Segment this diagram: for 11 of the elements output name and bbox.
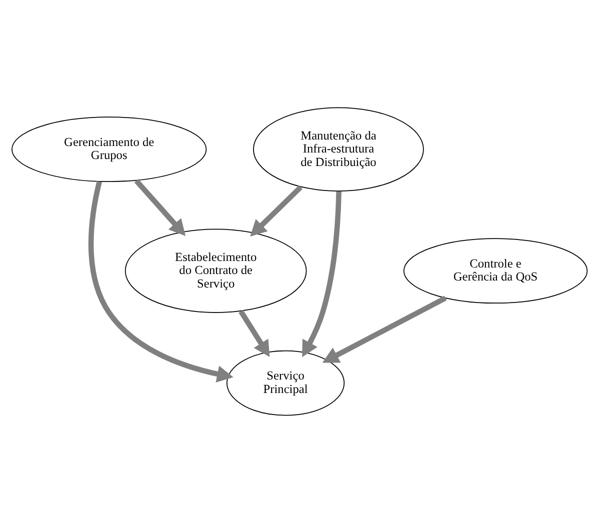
node-ellipse: Controle e Gerência da QoS [403, 238, 588, 304]
node-ellipse: Gerenciamento de Grupos [12, 116, 207, 182]
node-ellipse: Estabelecimento do Contrato de Serviço [124, 228, 307, 313]
arrow [250, 185, 303, 237]
node-ellipse: Manutenção da Infra-estrutura de Distribuição [253, 107, 424, 192]
arrow [302, 191, 342, 358]
arrow [238, 310, 270, 358]
node-ellipse: Serviço Principal [226, 350, 345, 416]
arrow [134, 178, 186, 236]
arrow [88, 181, 234, 382]
arrow [322, 296, 447, 363]
